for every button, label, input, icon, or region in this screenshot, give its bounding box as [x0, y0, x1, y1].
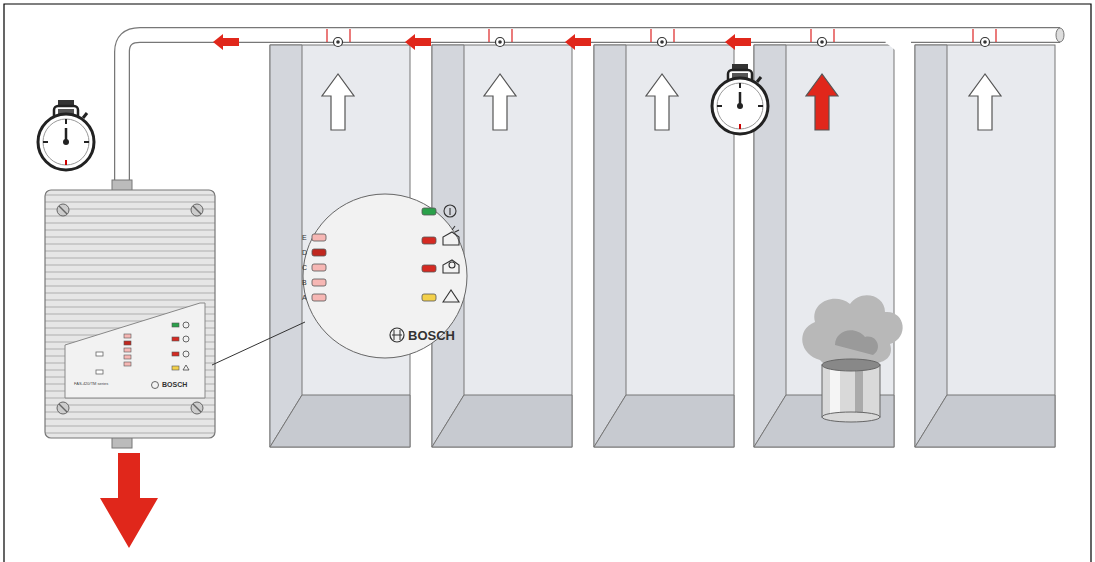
- led-letter: A: [302, 294, 307, 301]
- model-name: FAS-420/TM series: [74, 382, 108, 386]
- brand-name: BOSCH: [162, 381, 187, 388]
- led-letter: D: [302, 249, 307, 256]
- brand-name: BOSCH: [408, 329, 455, 342]
- led-letter: C: [302, 264, 307, 271]
- led-letter: B: [302, 279, 307, 286]
- led-letter: E: [302, 234, 307, 241]
